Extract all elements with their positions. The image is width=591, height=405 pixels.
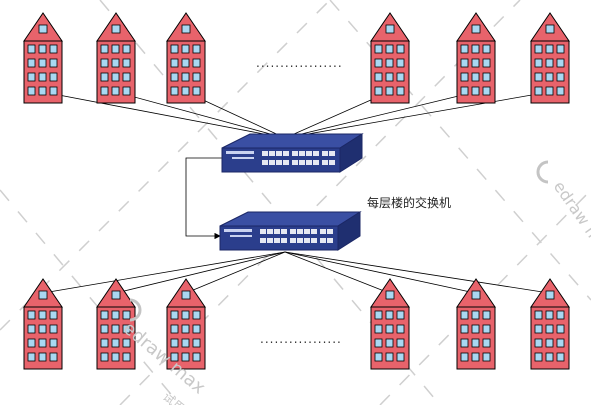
- building-icon-top-4: [370, 12, 410, 104]
- switch-uplink: [185, 157, 222, 240]
- link-bottom-2: [115, 251, 286, 295]
- building-icon-top-2: [96, 12, 136, 104]
- network-switch-icon-core: [221, 133, 363, 173]
- link-top-2: [115, 90, 286, 139]
- link-bottom-3: [185, 251, 286, 294]
- watermark-brand-right: edraw max: [550, 177, 591, 261]
- building-icon-top-6: [530, 12, 570, 104]
- building-icon-bottom-4: [370, 278, 410, 370]
- building-icon-top-5: [456, 12, 496, 104]
- building-icon-bottom-6: [530, 278, 570, 370]
- building-icon-top-1: [23, 12, 63, 104]
- ellipsis-top: ..................: [256, 56, 343, 70]
- link-top-5: [284, 90, 476, 139]
- network-switch-icon-floor: [219, 211, 361, 251]
- switch-label: 每层楼的交换机: [367, 196, 452, 210]
- building-icon-bottom-1: [23, 278, 63, 370]
- watermark-trial: 试用: [160, 389, 188, 405]
- ellipsis-bottom: .................: [260, 332, 342, 346]
- link-top-1: [42, 89, 286, 139]
- link-bottom-5: [284, 251, 476, 295]
- building-icon-top-3: [166, 12, 206, 104]
- link-bottom-4: [284, 251, 390, 294]
- link-bottom-1: [42, 251, 286, 296]
- downlink-lines: [42, 251, 550, 296]
- link-top-6: [284, 89, 550, 139]
- link-bottom-6: [284, 251, 550, 296]
- building-icon-bottom-5: [456, 278, 496, 370]
- edraw-logo-icon: [129, 160, 549, 322]
